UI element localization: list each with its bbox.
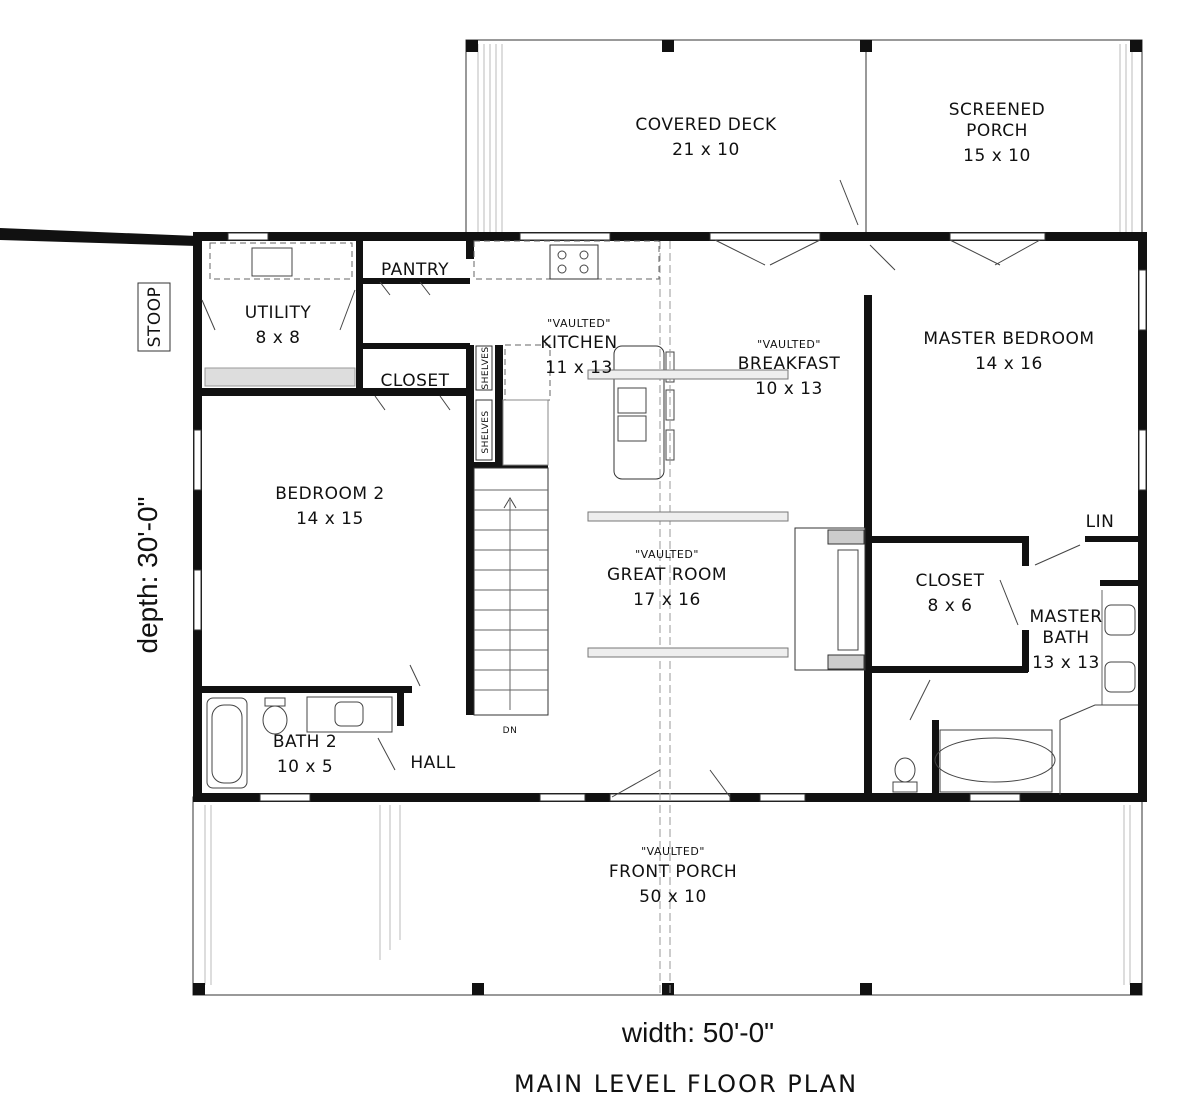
master-bath-label-2: BATH	[1042, 628, 1089, 648]
staircase	[473, 467, 549, 716]
bedroom2-size: 14 x 15	[296, 509, 364, 529]
front-porch-area	[192, 796, 1143, 996]
walls	[0, 228, 1147, 802]
bathtub-icon	[206, 697, 248, 789]
linen-label: LIN	[1086, 512, 1115, 532]
screened-porch-area	[839, 39, 1143, 238]
master-tub-icon	[934, 737, 1056, 783]
post	[662, 40, 674, 52]
plan-title: MAIN LEVEL FLOOR PLAN	[514, 1070, 858, 1098]
bath-fixtures	[206, 590, 1138, 795]
closet-label: CLOSET	[380, 371, 449, 391]
pantry-label: PANTRY	[381, 260, 449, 280]
master-bedroom-size: 14 x 16	[975, 354, 1043, 374]
arrow-up-icon	[503, 497, 517, 509]
bath2-size: 10 x 5	[277, 757, 333, 777]
screened-porch-size: 15 x 10	[963, 146, 1031, 166]
hall-label: HALL	[410, 753, 455, 773]
kitchen-label: KITCHEN	[540, 333, 617, 353]
screened-porch-label-2: PORCH	[966, 121, 1028, 141]
covered-deck-size: 21 x 10	[672, 140, 740, 160]
great-room-note: "VAULTED"	[635, 548, 699, 561]
shelves-label: SHELVES	[481, 346, 491, 389]
master-closet-size: 8 x 6	[928, 596, 973, 616]
ceiling-beams	[587, 241, 789, 995]
range-icon	[549, 244, 599, 280]
bath2-label: BATH 2	[273, 732, 337, 752]
great-room-size: 17 x 16	[633, 590, 701, 610]
doors	[201, 239, 1081, 798]
sink-icon	[617, 387, 647, 414]
shelves-label: SHELVES	[481, 410, 491, 453]
master-bedroom-label: MASTER BEDROOM	[923, 329, 1094, 349]
breakfast-label: BREAKFAST	[738, 354, 841, 374]
stoop-label: STOOP	[145, 287, 165, 348]
covered-deck-label: COVERED DECK	[635, 115, 777, 135]
width-dimension: width: 50'-0"	[621, 1017, 774, 1048]
kitchen-note: "VAULTED"	[547, 317, 611, 330]
bedroom2-label: BEDROOM 2	[275, 484, 384, 504]
screened-porch-label: SCREENED	[949, 100, 1046, 120]
breakfast-size: 10 x 13	[755, 379, 823, 399]
utility-size: 8 x 8	[256, 328, 301, 348]
utility-label: UTILITY	[245, 303, 312, 323]
covered-deck-area	[465, 39, 867, 238]
depth-dimension: depth: 30'-0"	[132, 497, 163, 654]
utility-sink-icon	[251, 247, 293, 277]
master-bath-label: MASTER	[1029, 607, 1102, 627]
master-closet-label: CLOSET	[915, 571, 984, 591]
front-porch-note: "VAULTED"	[641, 845, 705, 858]
front-porch-label: FRONT PORCH	[609, 862, 737, 882]
post	[466, 40, 478, 52]
great-room-label: GREAT ROOM	[607, 565, 727, 585]
sink-icon	[334, 701, 364, 727]
front-porch-size: 50 x 10	[639, 887, 707, 907]
master-toilet-icon	[894, 757, 916, 783]
stair-dn-label: DN	[503, 726, 518, 736]
breakfast-note: "VAULTED"	[757, 338, 821, 351]
stoop	[137, 282, 171, 352]
master-bath-size: 13 x 13	[1032, 653, 1100, 673]
kitchen-size: 11 x 13	[545, 358, 613, 378]
fireplace-icon	[794, 527, 866, 671]
toilet-icon	[262, 705, 288, 735]
